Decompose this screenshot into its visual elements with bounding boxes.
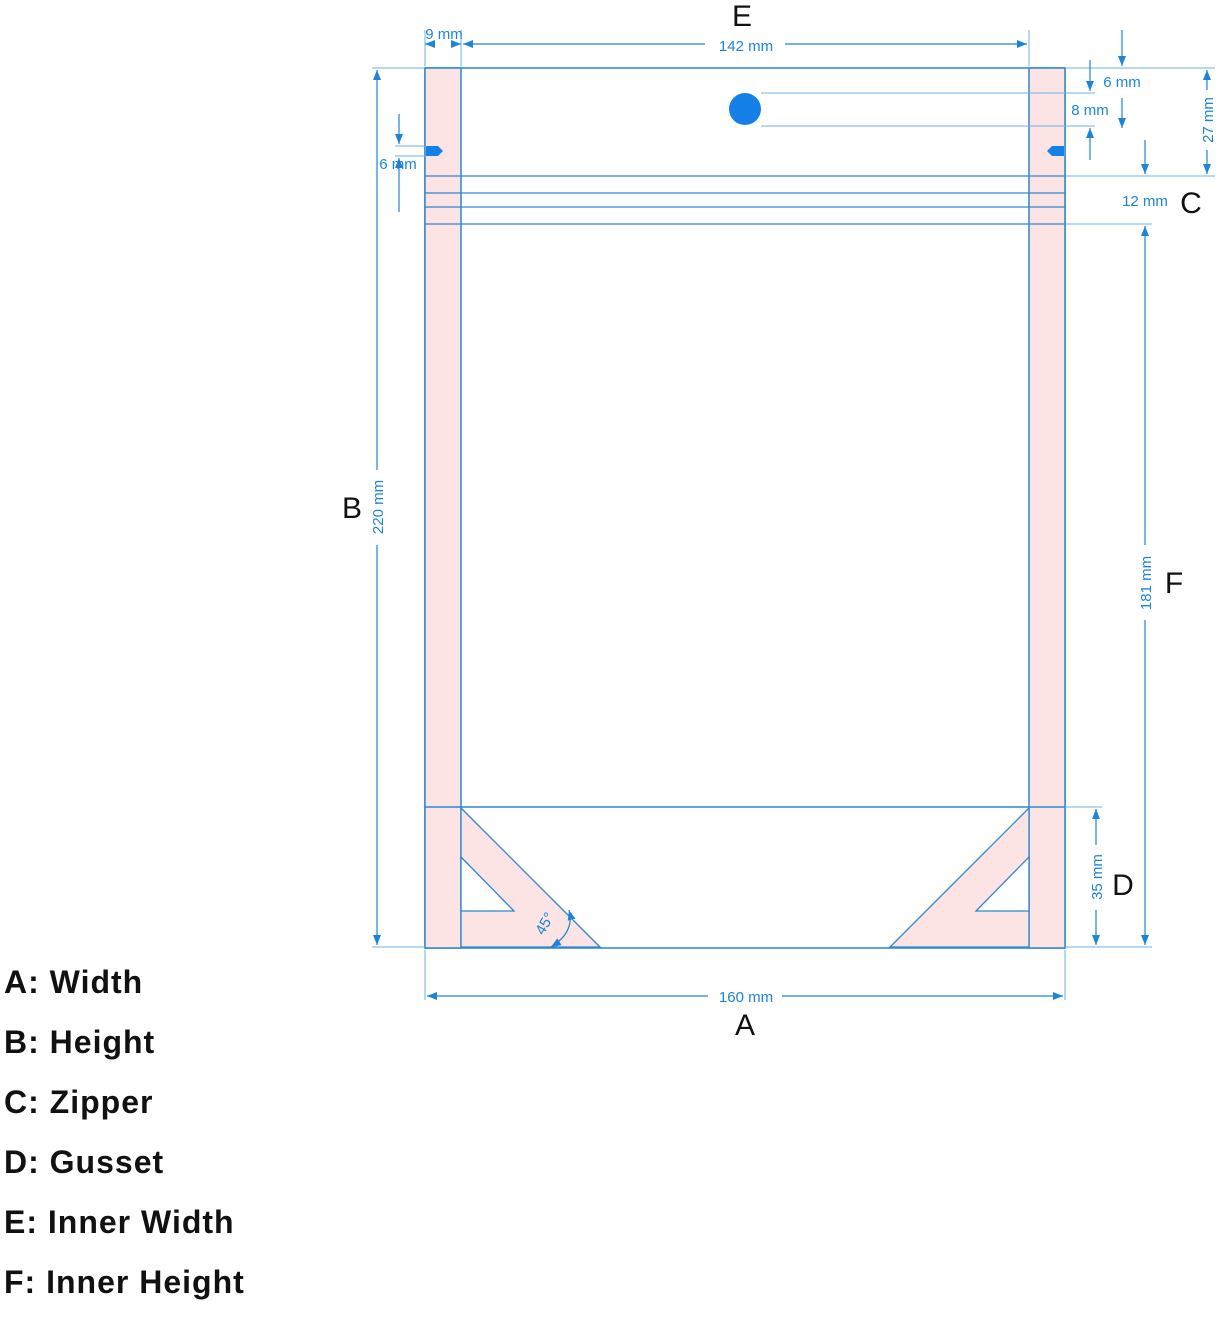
- seal-width-label: 9 mm: [425, 26, 463, 43]
- left-gusset-cutout: [460, 855, 516, 912]
- dimension-arrows: [373, 30, 1211, 1000]
- pouch-outline: [424, 67, 1066, 949]
- left-side-seal: [424, 67, 462, 949]
- inner-height-label: 181 mm: [1138, 556, 1155, 610]
- height-label: 220 mm: [370, 480, 387, 534]
- right-gusset-cutout: [974, 855, 1030, 912]
- hang-hole-diameter-label: 8 mm: [1071, 102, 1109, 119]
- letter-f: F: [1165, 567, 1183, 600]
- top-to-zipper-label: 27 mm: [1200, 97, 1217, 143]
- dimension-legend: A: Width B: Height C: Zipper D: Gusset E…: [4, 960, 245, 1320]
- letter-a: A: [735, 1009, 755, 1042]
- legend-item-zipper: C: Zipper: [4, 1084, 154, 1120]
- hang-hole-top-label: 6 mm: [1103, 74, 1141, 91]
- width-label: 160 mm: [719, 989, 773, 1006]
- letter-d: D: [1112, 869, 1134, 902]
- tear-notch-label: 6 mm: [379, 156, 417, 173]
- letter-b: B: [342, 492, 362, 525]
- legend-item-inner-width: E: Inner Width: [4, 1204, 235, 1240]
- extension-lines: [372, 30, 1215, 1000]
- letter-e: E: [732, 0, 752, 33]
- right-tear-notch-icon: [1047, 146, 1064, 156]
- inner-width-label: 142 mm: [719, 38, 773, 55]
- legend-item-inner-height: F: Inner Height: [4, 1264, 245, 1300]
- legend-item-height: B: Height: [4, 1024, 156, 1060]
- zipper-lines: [425, 175, 1065, 225]
- zipper-label: 12 mm: [1122, 193, 1168, 210]
- pouch-body: [424, 67, 1066, 949]
- right-side-seal: [1028, 67, 1066, 949]
- letter-c: C: [1180, 187, 1202, 220]
- hang-hole-icon: [729, 93, 761, 125]
- left-tear-notch-icon: [426, 146, 443, 156]
- legend-item-width: A: Width: [4, 964, 144, 1000]
- legend-item-gusset: D: Gusset: [4, 1144, 165, 1180]
- gusset-label: 35 mm: [1089, 854, 1106, 900]
